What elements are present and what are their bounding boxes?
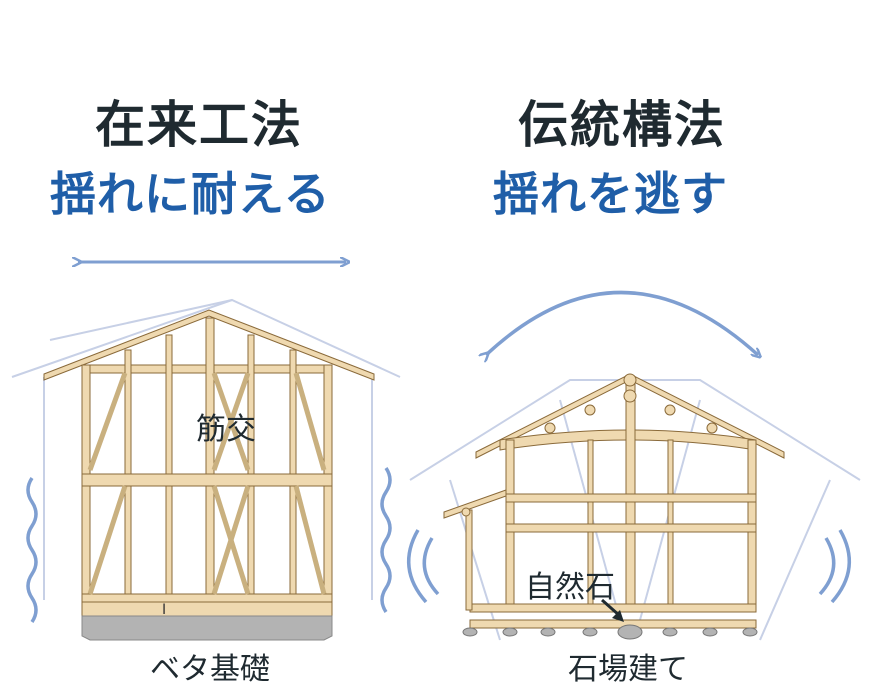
right-subtitle: 揺れを逃す: [493, 167, 728, 221]
left-foundation: [81, 615, 333, 641]
right-title: 伝統構法: [518, 96, 726, 154]
sway-arc-icon: [406, 529, 852, 604]
method-label: 石場建て: [568, 652, 688, 687]
wave-lines-icon: [26, 477, 38, 623]
left-title: 在来工法: [95, 96, 303, 154]
left-subtitle: 揺れに耐える: [50, 167, 331, 221]
i-beam-mark: I: [162, 602, 166, 618]
left-ghost-house: [11, 298, 401, 600]
wave-lines-icon: [380, 467, 392, 613]
roof-knobs: [461, 373, 718, 517]
brace-label: 筋交: [196, 412, 256, 447]
stone-label: 自然石: [525, 570, 615, 605]
left-braces: [87, 372, 327, 595]
foundation-stones: [462, 624, 758, 640]
left-frame: [43, 309, 375, 617]
foundation-label: ベタ基礎: [150, 652, 270, 687]
curved-double-arrow-icon: [486, 290, 758, 356]
stone-pointer-arrow-icon: [601, 598, 624, 622]
